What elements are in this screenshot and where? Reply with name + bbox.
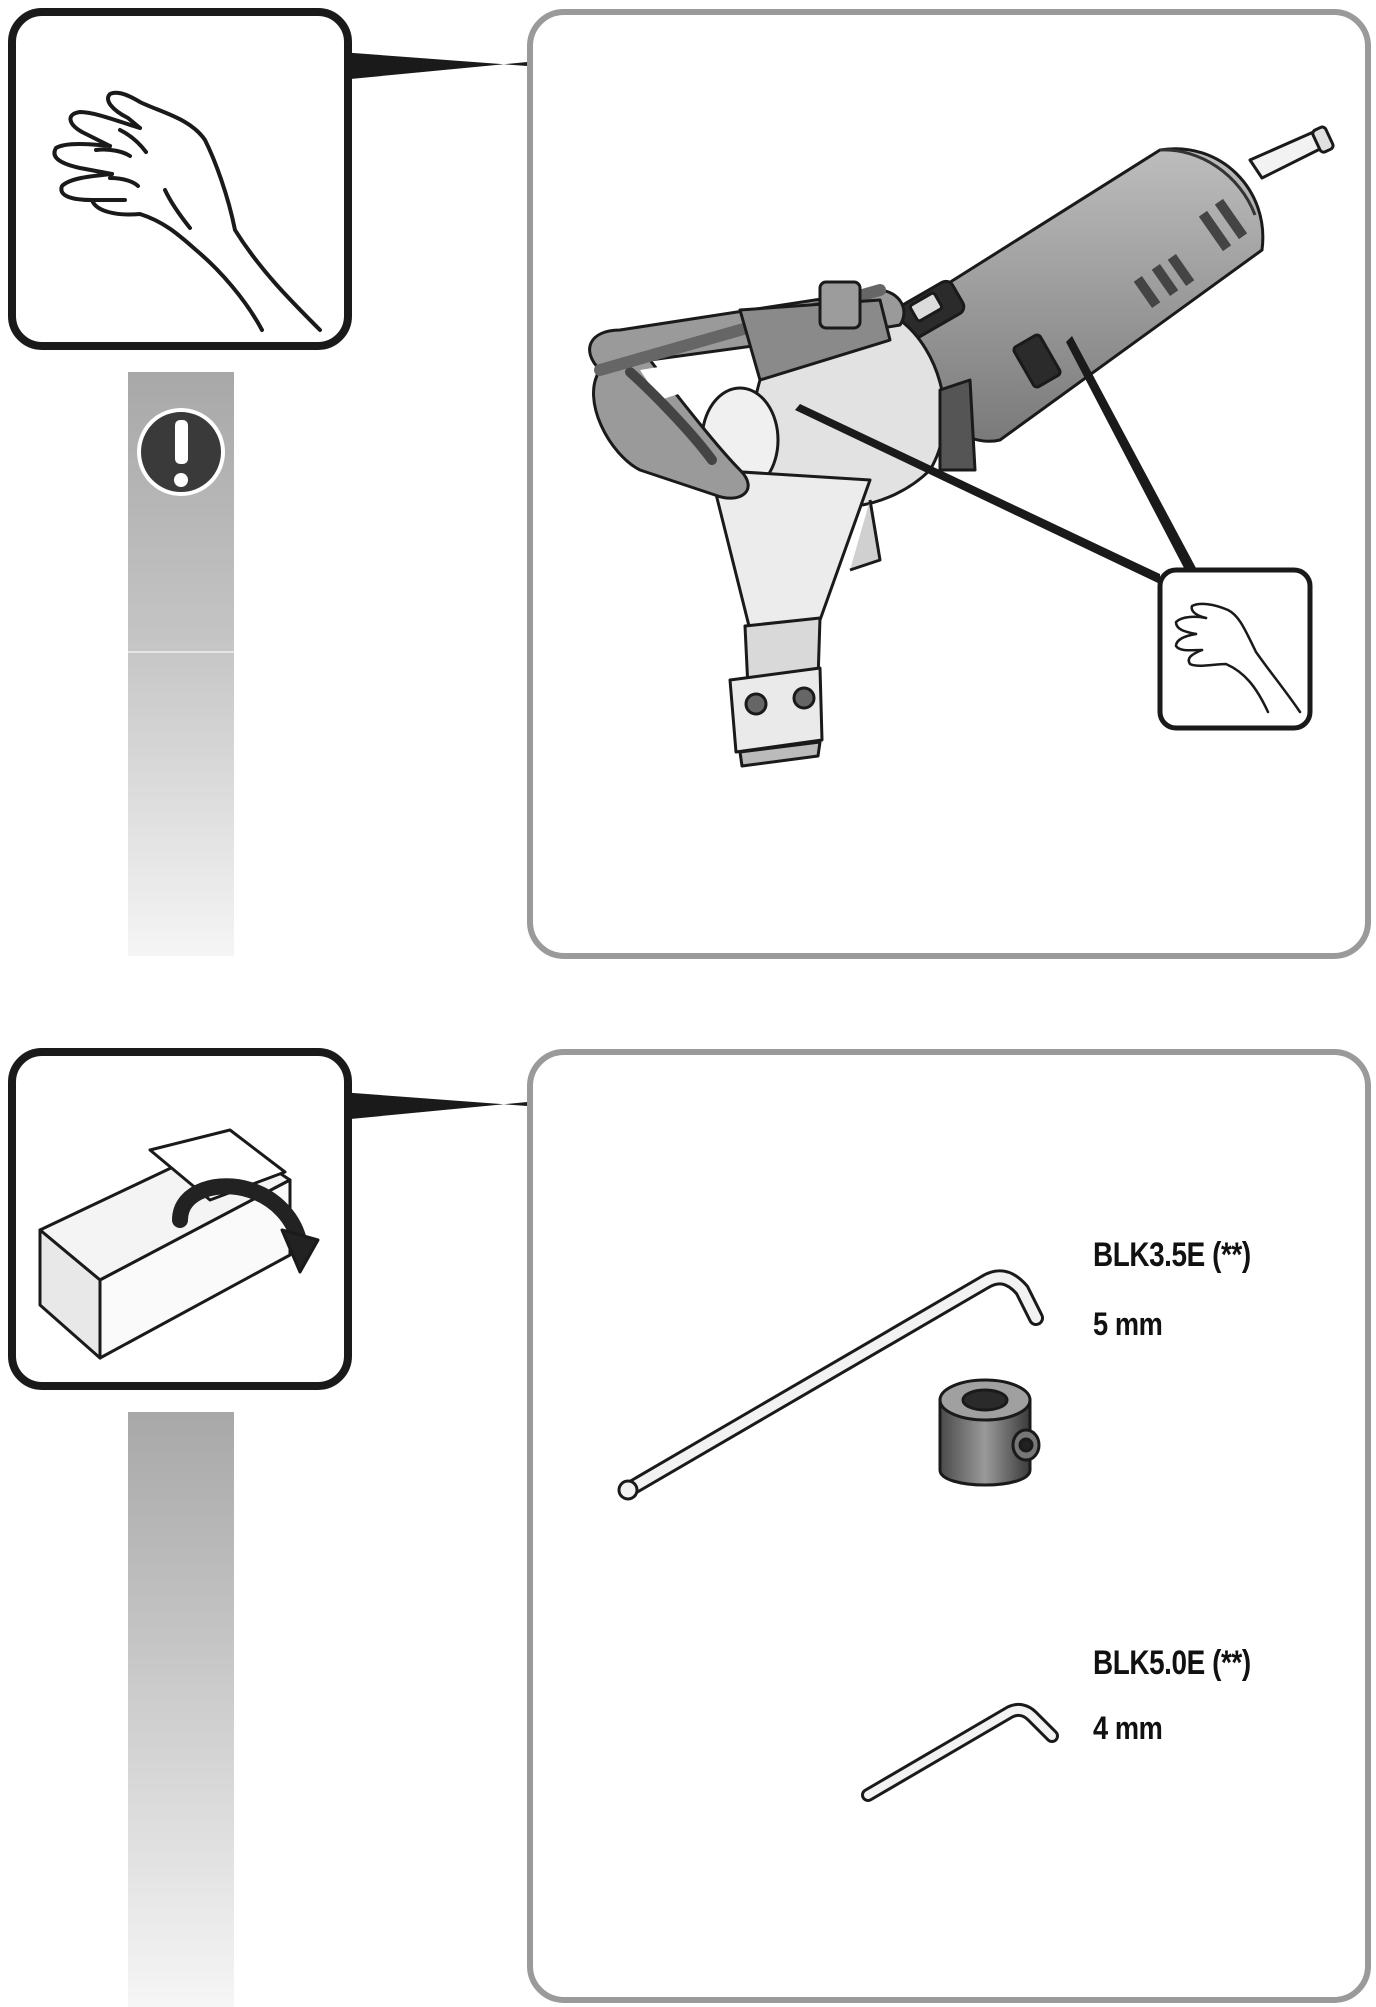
hand-callout [1160, 570, 1310, 728]
tool-panel [530, 12, 1368, 956]
section2-graphics [0, 1040, 1376, 2007]
bubble-pointer [340, 52, 527, 80]
hand-bubble [12, 12, 348, 346]
collar-icon [940, 1380, 1039, 1485]
size-label-2: 4 mm [1093, 1710, 1162, 1747]
model-label-2: BLK5.0E (**) [1093, 1644, 1251, 1683]
model-label-1: BLK3.5E (**) [1093, 1236, 1251, 1275]
exclamation-icon [139, 410, 223, 494]
box-bubble [12, 1052, 348, 1386]
section1-graphics [0, 0, 1376, 960]
accessories-panel [530, 1052, 1368, 2000]
gradient-bar [128, 1412, 234, 2007]
bubble-pointer [340, 1092, 527, 1120]
size-label-1: 5 mm [1093, 1306, 1162, 1343]
